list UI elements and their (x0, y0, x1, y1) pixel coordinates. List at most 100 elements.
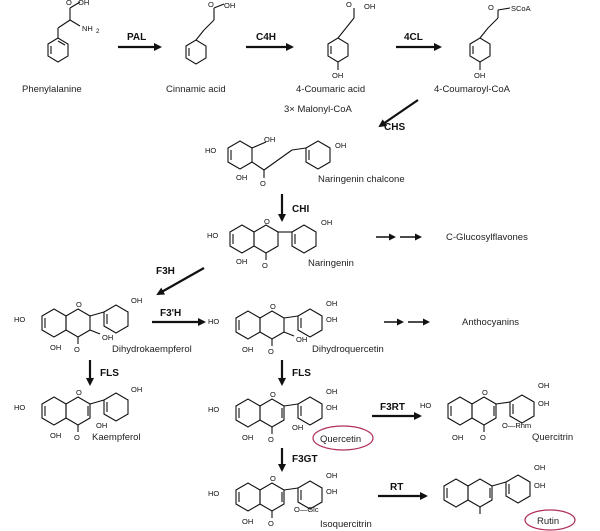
label-dihydroquercetin: Dihydroquercetin (312, 344, 384, 355)
nar-o-keto: O (262, 261, 268, 270)
iso-oh-3: OH (242, 517, 253, 526)
nar-o: O (264, 217, 270, 226)
quer-o-keto: O (268, 435, 274, 444)
qtr-o-rhm: O—Rhm (502, 421, 531, 430)
dhk-oh-3: OH (102, 333, 113, 342)
kaem-o: O (76, 388, 82, 397)
cinnamic-acid-structure: OH O (185, 0, 235, 65)
rutin-structure: OH OH (443, 463, 545, 514)
nar-oh-1: OH (321, 218, 332, 227)
rutin-oh-1: OH (534, 463, 545, 472)
enzyme-f3rt: F3RT (380, 402, 405, 413)
iso-o-glc: O—Glc (294, 505, 319, 514)
dhk-ho: HO (14, 315, 25, 324)
quer-oh-4: OH (292, 423, 303, 432)
enzyme-f3prime-h: F3'H (160, 308, 181, 319)
dihydroquercetin-structure: HO O OH OH OH O OH (208, 299, 337, 356)
label-c-glucosylflavones: C-Glucosylflavones (446, 232, 528, 243)
dhq-o-keto: O (268, 347, 274, 356)
coum-oh-ring: OH (332, 71, 343, 80)
chal-ho-1: HO (205, 146, 216, 155)
quer-oh-3: OH (242, 433, 253, 442)
kaem-oh-1: OH (131, 385, 142, 394)
dihydrokaempferol-structure: HO O OH OH O OH (14, 296, 142, 354)
coum-oh: OH (364, 2, 375, 11)
phen-o: O (66, 0, 72, 7)
dhq-oh-4: OH (296, 335, 307, 344)
dhk-oh-2: OH (50, 343, 61, 352)
dhq-ho: HO (208, 317, 219, 326)
kaem-oh-3: OH (96, 421, 107, 430)
phen-nh2-sub: 2 (96, 29, 100, 35)
enzyme-4cl: 4CL (404, 32, 423, 43)
dhk-o-keto: O (74, 345, 80, 354)
kaem-oh-2: OH (50, 431, 61, 440)
naringenin-structure: HO O OH OH O (207, 217, 332, 270)
quer-ho: HO (208, 405, 219, 414)
quer-oh-1: OH (326, 387, 337, 396)
label-kaempferol: Kaempferol (92, 432, 141, 443)
label-coumaroyl-coa: 4-Coumaroyl-CoA (434, 84, 511, 95)
enzyme-f3h: F3H (156, 266, 175, 277)
coa-oh-ring: OH (474, 71, 485, 80)
cinn-o: O (208, 0, 214, 9)
nar-ho: HO (207, 231, 218, 240)
dhk-o: O (76, 300, 82, 309)
chal-o: O (260, 179, 266, 188)
label-naringenin-chalcone: Naringenin chalcone (318, 174, 405, 185)
chal-oh-3: OH (335, 141, 346, 150)
label-quercitrin: Quercitrin (532, 432, 573, 443)
naringenin-chalcone-structure: HO OH OH O OH (205, 135, 346, 188)
cinn-oh: OH (224, 1, 235, 10)
iso-oh-2: OH (326, 487, 337, 496)
iso-o-keto: O (268, 519, 274, 528)
label-phenylalanine: Phenylalanine (22, 84, 82, 95)
enzyme-rt: RT (390, 482, 403, 493)
qtr-o-keto: O (480, 433, 486, 442)
quer-oh-2: OH (326, 403, 337, 412)
dhq-oh-1: OH (326, 299, 337, 308)
enzyme-chs: CHS (384, 122, 405, 133)
coa-scoa: SCoA (511, 4, 531, 13)
iso-oh-1: OH (326, 471, 337, 480)
qtr-ho: HO (420, 401, 431, 410)
phenylalanine-structure: OH O NH 2 (47, 0, 100, 63)
coum-o: O (346, 0, 352, 9)
nar-oh-2: OH (236, 257, 247, 266)
label-quercetin: Quercetin (320, 434, 361, 445)
coumaric-acid-structure: OH O OH (327, 0, 375, 80)
rutin-highlight-circle (524, 509, 576, 531)
quercitrin-structure: HO O OH OH OH O O—Rhm (420, 381, 549, 442)
enzyme-pal: PAL (127, 32, 146, 43)
dhq-oh-2: OH (326, 315, 337, 324)
iso-o: O (270, 474, 276, 483)
qtr-o: O (482, 388, 488, 397)
label-rutin: Rutin (537, 516, 559, 527)
quer-o: O (270, 390, 276, 399)
label-malonyl-coa: 3× Malonyl-CoA (284, 104, 353, 115)
chal-oh-2: OH (236, 173, 247, 182)
label-coumaric-acid: 4-Coumaric acid (296, 84, 365, 95)
chal-oh-1: OH (264, 135, 275, 144)
iso-ho: HO (208, 489, 219, 498)
f3h-arrow (156, 267, 205, 295)
coa-o: O (488, 3, 494, 12)
label-cinnamic-acid: Cinnamic acid (166, 84, 226, 95)
kaem-ho: HO (14, 403, 25, 412)
enzyme-fls-2: FLS (292, 368, 311, 379)
label-naringenin: Naringenin (308, 258, 354, 269)
chs-arrow (378, 99, 419, 128)
coumaroyl-coa-structure: O SCoA OH (469, 3, 531, 80)
qtr-oh-3: OH (452, 433, 463, 442)
quercetin-highlight-circle (312, 425, 374, 451)
kaem-o-keto: O (74, 433, 80, 442)
quercetin-structure: HO O OH OH OH O OH (208, 387, 337, 444)
qtr-oh-2: OH (538, 399, 549, 408)
enzyme-f3gt: F3GT (292, 454, 318, 465)
label-isoquercitrin: Isoquercitrin (320, 519, 372, 530)
isoquercitrin-structure: HO O OH OH OH O O—Glc (208, 471, 337, 528)
label-anthocyanins: Anthocyanins (462, 317, 519, 328)
dhq-o: O (270, 302, 276, 311)
